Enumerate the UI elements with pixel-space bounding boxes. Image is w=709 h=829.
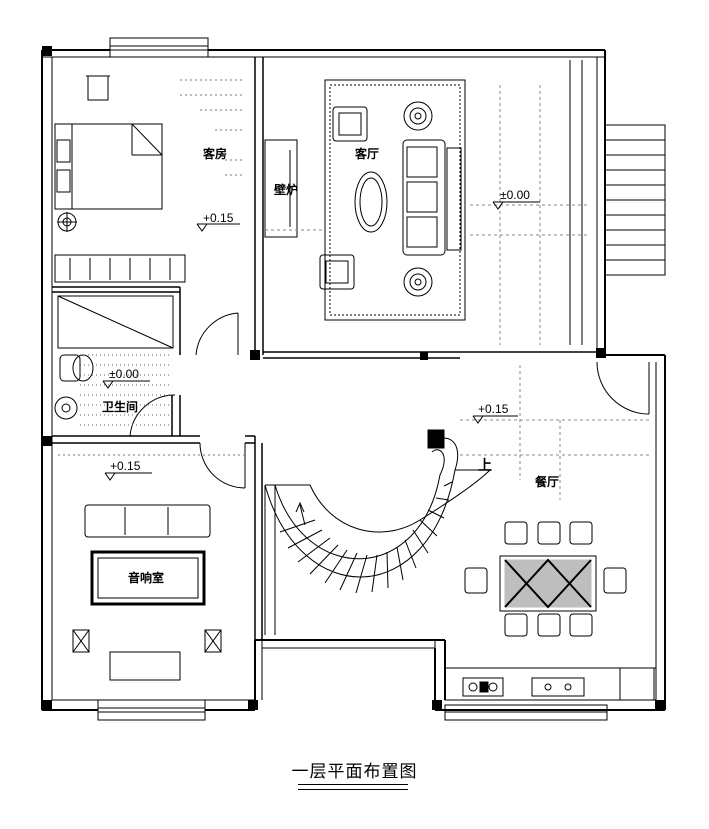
level-marker-bathroom: ±0.00: [102, 367, 150, 389]
rug: [324, 79, 466, 321]
room-label-dining-room: 餐厅: [535, 474, 559, 489]
level-marker-audio-room: +0.15: [104, 459, 152, 481]
doors: [129, 312, 650, 489]
sofa: [402, 139, 446, 256]
bed: [54, 123, 163, 210]
chair: [603, 567, 627, 594]
guest-room-furniture: [54, 75, 245, 283]
armchair-bottom: [319, 254, 355, 290]
stove: [462, 677, 504, 697]
chair: [537, 521, 561, 545]
sink: [531, 677, 585, 697]
toilet: [59, 354, 81, 382]
chair: [504, 521, 528, 545]
chair: [464, 567, 488, 594]
counter: [444, 667, 657, 701]
stair-label: 上: [478, 458, 492, 474]
audio-room-furniture: [58, 454, 245, 681]
fridge: [619, 667, 655, 701]
dining-table: [499, 555, 597, 612]
bathroom-fixtures: [54, 295, 174, 426]
interior-walls: [52, 57, 597, 640]
chair: [569, 521, 593, 545]
level-marker-guest-room: +0.15: [196, 211, 240, 232]
coffee-table: [354, 171, 388, 233]
rug: [90, 550, 206, 606]
armchair-top: [332, 106, 368, 142]
tv-cabinet: [109, 651, 181, 681]
chair: [87, 75, 109, 101]
speaker-right: [204, 629, 222, 653]
fireplace: [264, 139, 298, 238]
room-label-fireplace: 壁炉: [274, 182, 298, 197]
spiral-staircase: [264, 429, 491, 635]
svg-text:±0.00: ±0.00: [109, 367, 139, 381]
svg-text:+0.15: +0.15: [478, 402, 509, 416]
room-label-guest-room: 客房: [202, 146, 227, 161]
chair: [569, 613, 593, 637]
title-underline-second: [298, 789, 408, 790]
side-table-top: [403, 101, 433, 131]
sofa: [84, 504, 211, 538]
level-marker-hall: +0.15: [472, 402, 518, 424]
washbasin: [54, 396, 78, 420]
wardrobe: [54, 254, 186, 283]
svg-text:±0.00: ±0.00: [500, 188, 530, 202]
room-label-audio-room: 音响室: [128, 570, 164, 585]
dining-room-furniture: [444, 365, 657, 701]
chair: [504, 613, 528, 637]
windows: [97, 37, 608, 721]
level-marker-living-room: ±0.00: [492, 188, 540, 210]
room-label-living-room: 客厅: [354, 146, 379, 161]
chair: [537, 613, 561, 637]
side-table-bottom: [403, 267, 433, 297]
living-room-furniture: [264, 79, 590, 345]
entry-steps: [569, 60, 666, 345]
svg-text:+0.15: +0.15: [110, 459, 141, 473]
speaker-left: [72, 629, 90, 653]
svg-text:+0.15: +0.15: [203, 211, 234, 225]
drawing-title: 一层平面布置图: [291, 762, 418, 782]
shower: [57, 295, 174, 349]
room-label-bathroom: 卫生间: [102, 399, 138, 414]
title-underline: [298, 784, 408, 785]
